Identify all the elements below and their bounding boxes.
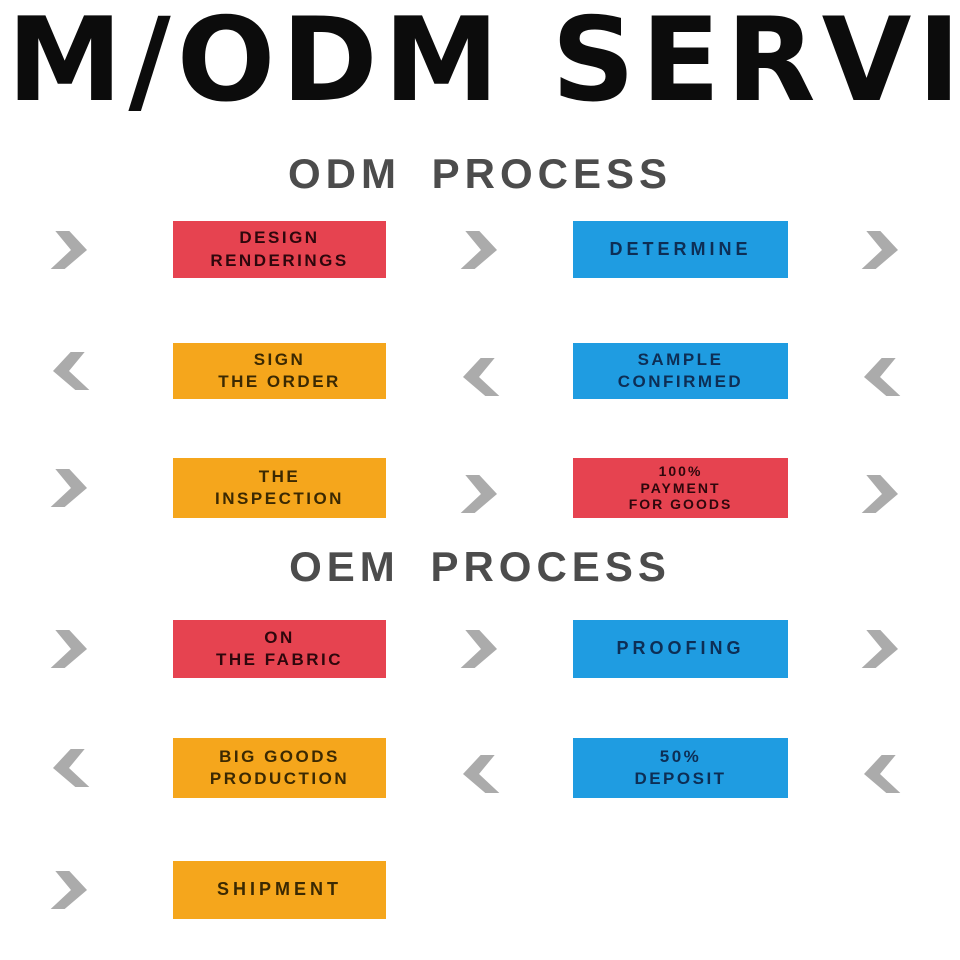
chevron-right-icon bbox=[452, 464, 508, 524]
step-big-goods-production: BIG GOODS PRODUCTION bbox=[173, 738, 386, 798]
odm-process-heading: ODM PROCESS bbox=[287, 150, 673, 197]
step-determine: DETERMINE bbox=[573, 221, 788, 278]
oem-process-heading: OEM PROCESS bbox=[289, 543, 671, 590]
chevron-left-icon bbox=[853, 744, 909, 804]
step-proofing: PROOFING bbox=[573, 620, 788, 678]
oem-row-2: BIG GOODS PRODUCTION 50% DEPOSIT bbox=[0, 738, 960, 798]
chevron-right-icon bbox=[853, 620, 909, 678]
oem-row-1: ON THE FABRIC PROOFING bbox=[0, 620, 960, 678]
chevron-right-icon bbox=[853, 221, 909, 278]
step-the-inspection: THE INSPECTION bbox=[173, 458, 386, 518]
step-on-the-fabric: ON THE FABRIC bbox=[173, 620, 386, 678]
step-100-payment-for-goods: 100% PAYMENT FOR GOODS bbox=[573, 458, 788, 518]
chevron-right-icon bbox=[452, 221, 508, 278]
step-design-renderings: DESIGN RENDERINGS bbox=[173, 221, 386, 278]
page-title-text: OEM/ODM SERVICE bbox=[0, 0, 960, 128]
chevron-left-icon bbox=[853, 349, 909, 405]
chevron-left-icon bbox=[452, 744, 508, 804]
chevron-right-icon bbox=[42, 620, 98, 678]
step-sign-the-order: SIGN THE ORDER bbox=[173, 343, 386, 399]
odm-row-3: THE INSPECTION 100% PAYMENT FOR GOODS bbox=[0, 458, 960, 518]
page-title: OEM/ODM SERVICE bbox=[0, 0, 960, 142]
chevron-right-icon bbox=[452, 620, 508, 678]
chevron-right-icon bbox=[42, 861, 98, 919]
chevron-left-icon bbox=[42, 343, 98, 399]
oem-row-3: SHIPMENT bbox=[0, 861, 960, 919]
odm-row-1: DESIGN RENDERINGS DETERMINE bbox=[0, 221, 960, 278]
step-50-deposit: 50% DEPOSIT bbox=[573, 738, 788, 798]
chevron-right-icon bbox=[42, 458, 98, 518]
step-shipment: SHIPMENT bbox=[173, 861, 386, 919]
chevron-right-icon bbox=[853, 464, 909, 524]
step-sample-confirmed: SAMPLE CONFIRMED bbox=[573, 343, 788, 399]
chevron-right-icon bbox=[42, 221, 98, 278]
chevron-left-icon bbox=[452, 349, 508, 405]
odm-row-2: SIGN THE ORDER SAMPLE CONFIRMED bbox=[0, 343, 960, 399]
chevron-left-icon bbox=[42, 738, 98, 798]
